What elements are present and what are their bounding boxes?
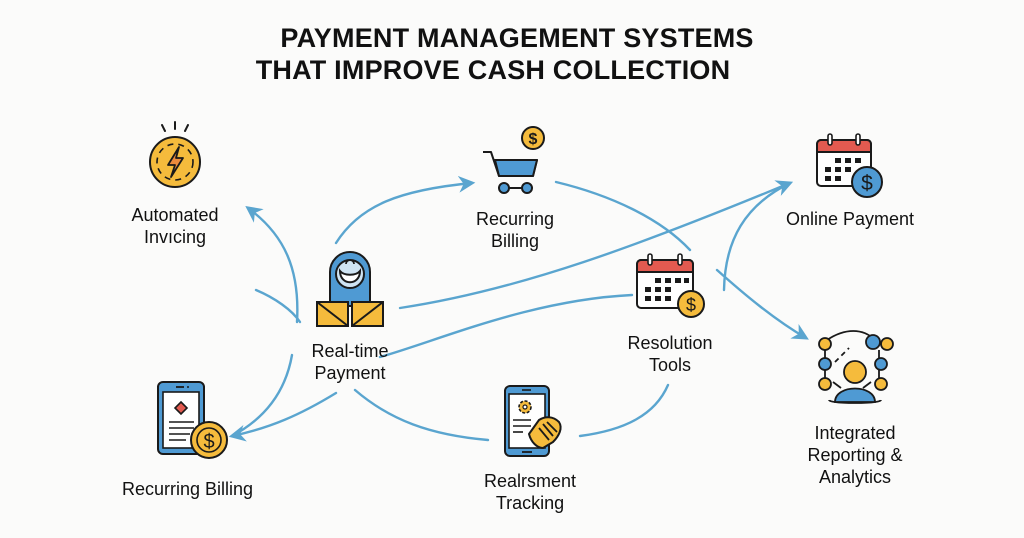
recurring-billing-top-label: Recurring Billing bbox=[460, 208, 570, 252]
recurring-billing-bottom-label: Recurring Billing bbox=[105, 478, 270, 500]
arc-billing-to-resolution bbox=[556, 182, 690, 250]
calendar-dollar-icon: $ bbox=[811, 132, 889, 200]
label-line: Realrsment bbox=[470, 470, 590, 492]
resolution-tools-label: Resolution Tools bbox=[615, 332, 725, 376]
automated-invoicing-label: Automated Invıcing bbox=[120, 204, 230, 248]
arc-tracking-to-resolution bbox=[580, 385, 668, 436]
label-line: Integrated bbox=[790, 422, 920, 444]
online-payment-label: Online Payment bbox=[770, 208, 930, 230]
label-line: Resolution bbox=[615, 332, 725, 354]
node-integrated-reporting: Integrated Reporting & Analytics bbox=[790, 330, 920, 488]
label-line: Analytics bbox=[790, 466, 920, 488]
realrsment-tracking-label: Realrsment Tracking bbox=[470, 470, 590, 514]
smiling-mascot-envelope-icon bbox=[315, 250, 385, 332]
node-recurring-billing-top: $ Recurring Billing bbox=[460, 124, 570, 252]
node-realrsment-tracking: Realrsment Tracking bbox=[470, 384, 590, 514]
label-line: Tracking bbox=[470, 492, 590, 514]
label-line: Billing bbox=[460, 230, 570, 252]
node-resolution-tools: $ Resolution Tools bbox=[615, 252, 725, 376]
label-line: Automated bbox=[120, 204, 230, 226]
phone-handshake-icon bbox=[495, 384, 565, 460]
label-line: Tools bbox=[615, 354, 725, 376]
label-line: Invıcing bbox=[120, 226, 230, 248]
integrated-reporting-label: Integrated Reporting & Analytics bbox=[790, 422, 920, 488]
label-line: Reporting & bbox=[790, 444, 920, 466]
real-time-payment-label: Real-time Payment bbox=[300, 340, 400, 384]
svg-text:$: $ bbox=[529, 131, 538, 148]
arrow-realtime-to-recurring-billing bbox=[336, 183, 472, 243]
arrow-resolution-to-integrated bbox=[717, 270, 806, 338]
node-real-time-payment: Real-time Payment bbox=[300, 250, 400, 384]
node-automated-invoicing: Automated Invıcing bbox=[120, 120, 230, 248]
node-recurring-billing-bottom: $ Recurring Billing bbox=[105, 380, 270, 500]
lightning-coin-icon bbox=[140, 120, 210, 192]
shopping-cart-dollar-icon: $ bbox=[479, 124, 551, 198]
user-network-icon bbox=[815, 330, 895, 404]
label-line: Payment bbox=[300, 362, 400, 384]
svg-text:$: $ bbox=[686, 295, 696, 315]
svg-text:$: $ bbox=[203, 431, 214, 453]
tablet-coin-icon: $ bbox=[146, 380, 230, 462]
svg-text:$: $ bbox=[861, 172, 873, 195]
label-line: Recurring bbox=[460, 208, 570, 230]
arc-realtime-to-tracking bbox=[355, 390, 488, 440]
node-online-payment: $ Online Payment bbox=[770, 132, 930, 230]
label-line: Real-time bbox=[300, 340, 400, 362]
arc-left-inner bbox=[256, 290, 300, 322]
arrow-to-automated-invoicing bbox=[248, 208, 297, 322]
calendar-dollar-icon: $ bbox=[631, 252, 709, 322]
